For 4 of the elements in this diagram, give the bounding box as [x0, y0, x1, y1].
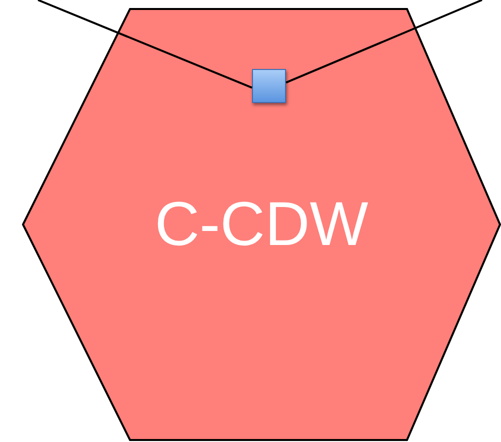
node-label: C-CDW [154, 188, 370, 260]
connector-line [286, 0, 482, 84]
square-marker [252, 69, 286, 103]
connector-line [38, 0, 252, 89]
